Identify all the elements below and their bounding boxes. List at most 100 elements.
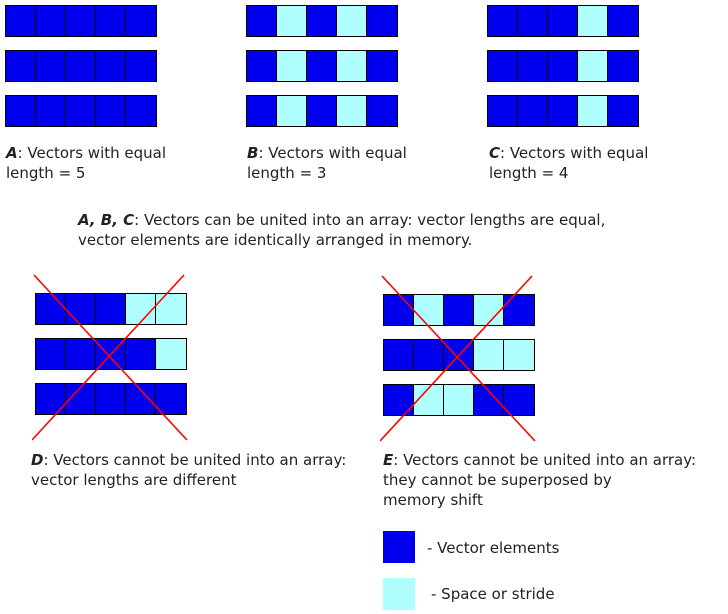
vector-row: [246, 5, 398, 37]
caption-d: D: Vectors cannot be united into an arra…: [31, 451, 347, 489]
legend-label-space: - Space or stride: [431, 585, 555, 603]
vector-element-cell: [96, 294, 126, 324]
caption-abc: A, B, C: Vectors can be united into an a…: [78, 211, 606, 249]
vector-element-cell: [36, 96, 66, 126]
vector-row: [246, 50, 398, 82]
vector-element-cell: [384, 340, 414, 370]
vector-element-cell: [608, 6, 638, 36]
vector-element-cell: [548, 96, 578, 126]
vector-element-cell: [96, 339, 126, 369]
stride-cell: [474, 295, 504, 325]
stride-cell: [414, 385, 444, 415]
stride-cell: [277, 96, 307, 126]
vector-element-cell: [126, 384, 156, 414]
vector-element-cell: [474, 385, 504, 415]
vector-element-cell: [367, 51, 397, 81]
vector-element-cell: [96, 6, 126, 36]
vector-row: [487, 5, 639, 37]
vector-element-cell: [548, 6, 578, 36]
vector-element-cell: [6, 96, 36, 126]
legend-swatch-element: [383, 531, 415, 563]
vector-element-cell: [96, 51, 126, 81]
vector-element-cell: [66, 51, 96, 81]
vector-element-cell: [36, 339, 66, 369]
vector-element-cell: [66, 96, 96, 126]
vector-row: [35, 293, 187, 325]
vector-element-cell: [488, 51, 518, 81]
vector-row: [35, 338, 187, 370]
caption-c: C: Vectors with equal length = 4: [489, 144, 649, 182]
vector-element-cell: [518, 96, 548, 126]
vector-element-cell: [488, 96, 518, 126]
vector-element-cell: [608, 51, 638, 81]
vector-row: [383, 384, 535, 416]
caption-b: B: Vectors with equal length = 3: [247, 144, 407, 182]
vector-element-cell: [126, 6, 156, 36]
vector-element-cell: [126, 51, 156, 81]
vector-element-cell: [156, 384, 186, 414]
stride-cell: [414, 295, 444, 325]
legend-swatch-space: [383, 578, 415, 610]
vector-element-cell: [414, 340, 444, 370]
vector-element-cell: [247, 96, 277, 126]
stride-cell: [474, 340, 504, 370]
vector-element-cell: [518, 6, 548, 36]
stride-cell: [156, 294, 186, 324]
stride-cell: [156, 339, 186, 369]
vector-element-cell: [444, 295, 474, 325]
vector-element-cell: [36, 51, 66, 81]
vector-row: [35, 383, 187, 415]
vector-element-cell: [384, 295, 414, 325]
legend-label-element: - Vector elements: [427, 539, 560, 557]
vector-element-cell: [444, 340, 474, 370]
vector-row: [487, 50, 639, 82]
vector-element-cell: [307, 6, 337, 36]
vector-element-cell: [66, 384, 96, 414]
vector-element-cell: [367, 96, 397, 126]
vector-element-cell: [96, 96, 126, 126]
vector-element-cell: [66, 294, 96, 324]
vector-row: [383, 294, 535, 326]
vector-element-cell: [504, 385, 534, 415]
vector-element-cell: [6, 6, 36, 36]
vector-row: [383, 339, 535, 371]
stride-cell: [504, 340, 534, 370]
caption-a: A: Vectors with equal length = 5: [6, 144, 167, 182]
stride-cell: [578, 96, 608, 126]
vector-row: [5, 50, 157, 82]
vector-element-cell: [36, 6, 66, 36]
vector-element-cell: [247, 51, 277, 81]
vector-row: [246, 95, 398, 127]
vector-element-cell: [66, 6, 96, 36]
vector-element-cell: [384, 385, 414, 415]
caption-e: E: Vectors cannot be united into an arra…: [383, 451, 697, 509]
vector-element-cell: [36, 384, 66, 414]
vector-row: [5, 5, 157, 37]
vector-element-cell: [488, 6, 518, 36]
stride-cell: [337, 96, 367, 126]
vector-element-cell: [548, 51, 578, 81]
stride-cell: [126, 294, 156, 324]
vector-element-cell: [6, 51, 36, 81]
stride-cell: [578, 6, 608, 36]
stride-cell: [277, 51, 307, 81]
vector-element-cell: [307, 51, 337, 81]
vector-element-cell: [307, 96, 337, 126]
vector-element-cell: [608, 96, 638, 126]
vector-element-cell: [126, 96, 156, 126]
vector-element-cell: [66, 339, 96, 369]
stride-cell: [277, 6, 307, 36]
stride-cell: [337, 6, 367, 36]
stride-cell: [337, 51, 367, 81]
vector-element-cell: [126, 339, 156, 369]
vector-element-cell: [518, 51, 548, 81]
stride-cell: [444, 385, 474, 415]
vector-element-cell: [247, 6, 277, 36]
vector-row: [487, 95, 639, 127]
vector-row: [5, 95, 157, 127]
stride-cell: [578, 51, 608, 81]
vector-element-cell: [96, 384, 126, 414]
vector-element-cell: [367, 6, 397, 36]
vector-element-cell: [504, 295, 534, 325]
vector-element-cell: [36, 294, 66, 324]
